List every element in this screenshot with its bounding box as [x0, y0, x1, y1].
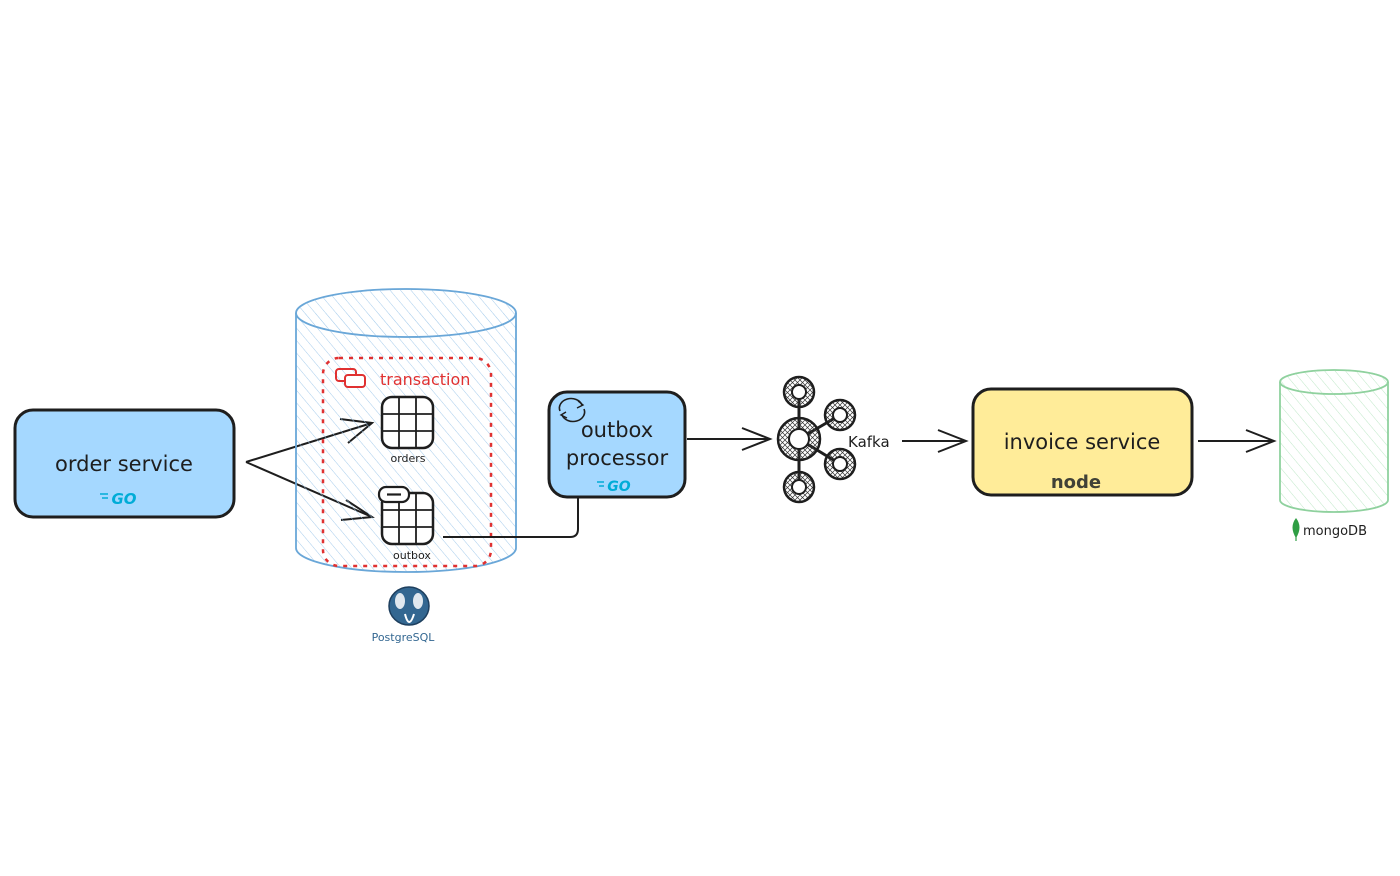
transaction-icon — [335, 368, 366, 388]
outbox-table-label: outbox — [393, 549, 431, 562]
outbox-processor-box — [547, 390, 687, 499]
order-service-box — [13, 408, 236, 519]
outbox-processor-node[interactable]: outbox processor GO — [547, 390, 687, 499]
transaction-boundary — [321, 356, 493, 568]
refresh-cycle-icon — [558, 397, 586, 423]
outbox-processor-label-line2: processor — [566, 446, 669, 470]
minus-badge-icon — [377, 485, 411, 504]
invoice-service-node[interactable]: invoice service node — [971, 387, 1194, 497]
order-service-label: order service — [55, 452, 193, 476]
order-service-node[interactable]: order service GO — [13, 408, 236, 519]
arrow-kafka-to-invoice — [902, 429, 969, 453]
nodejs-logo-icon: node — [1051, 472, 1101, 493]
nodejs-logo-text: node — [1051, 472, 1101, 493]
go-logo-text: GO — [607, 479, 630, 495]
postgresql-elephant-icon — [388, 586, 430, 626]
go-logo-icon: GO — [597, 479, 631, 495]
orders-table-icon — [380, 395, 435, 450]
go-logo-icon: GO — [100, 490, 137, 508]
mongodb-label: mongoDB — [1303, 524, 1367, 539]
postgres-database: transaction orders outbox — [295, 288, 517, 573]
mongodb-database — [1279, 369, 1389, 513]
go-logo-text: GO — [111, 490, 136, 508]
kafka-label: Kafka — [848, 433, 890, 451]
invoice-service-label: invoice service — [1004, 430, 1161, 454]
connector-outbox-to-processor — [443, 497, 579, 538]
invoice-service-box — [971, 387, 1194, 497]
kafka-logo-icon — [776, 375, 857, 504]
arrow-invoice-to-mongodb — [1198, 429, 1277, 453]
transaction-label: transaction — [380, 370, 470, 389]
outbox-processor-label-line1: outbox — [581, 418, 653, 442]
arrow-processor-to-kafka — [687, 427, 773, 451]
mongodb-leaf-icon — [1292, 518, 1300, 541]
orders-table-label: orders — [390, 452, 425, 465]
postgresql-label: PostgreSQL — [372, 631, 436, 644]
